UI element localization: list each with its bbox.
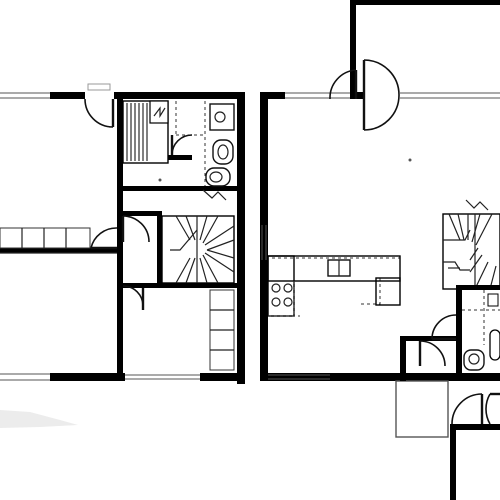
annex-top-wall [350,0,500,5]
right-top-wall-a [260,92,285,99]
kitchen [267,255,401,317]
bath-right-door-swing-icon [431,314,457,340]
left-bottom-wall-a [50,373,125,381]
sink-icon [212,139,234,165]
left-unit [0,83,245,384]
hall-door2-swing-icon [122,215,150,243]
porch-door-swing-icon [451,393,483,425]
left-top-wall-a [50,92,85,99]
bath-right-top-wall [456,285,500,290]
annex-door-swing-icon [329,69,357,100]
left-right-wall [237,92,245,384]
hall-right-door-swing-icon [419,340,446,367]
stair-left [161,189,235,284]
bathroom-left [175,101,235,187]
right-left-wall [260,92,268,381]
washing-drum [214,111,226,123]
shaft-inner [149,100,169,124]
porch-bottom [395,340,500,500]
left-inner-wall-v [117,99,123,381]
shaft-symbol-icon [153,106,166,119]
bath-bottom-wall [117,186,244,191]
bath-right-mid-wall [400,336,456,341]
scan-smudge [0,410,78,428]
stair-icon [442,213,500,290]
bath-door-swing-icon [171,134,193,156]
bath-right-left-wall [456,285,462,381]
toilet-icon [205,167,231,187]
stair-break-icon [465,199,489,211]
main-entry-door-swing-icon [363,59,400,96]
stair-bottom-wall [117,283,244,288]
right-unit [158,0,500,500]
right-bottom-wall-a [260,373,330,381]
left-mid-wall [0,248,117,253]
entry-door-swing-icon [84,98,114,128]
bath-door-wall [168,155,192,160]
right-bottom-wall-b [330,373,400,381]
left-top-vent [87,83,111,91]
stair-break-icon [202,189,227,201]
wardrobe-left [0,227,117,254]
left-top-wall-b [114,92,244,99]
stair-right [442,199,500,290]
shaft-hatch [126,103,148,161]
stair-top-wall [117,211,162,216]
bath-right-bottom-wall [400,373,500,381]
bathtub-icon [489,329,500,361]
stair-left-wall [157,211,162,286]
washing-machine-icon [209,103,235,131]
annex-left-wall [350,0,356,99]
hall-door-swing-icon [90,227,118,249]
stove-icon [271,283,293,307]
left-bottom-wall-b [200,373,245,381]
bathroom-right [400,285,500,381]
toilet-icon [463,349,485,371]
wardrobe-right [209,289,235,371]
room-door-swing-icon [122,285,144,307]
shaft-symbol-icon [487,293,499,307]
